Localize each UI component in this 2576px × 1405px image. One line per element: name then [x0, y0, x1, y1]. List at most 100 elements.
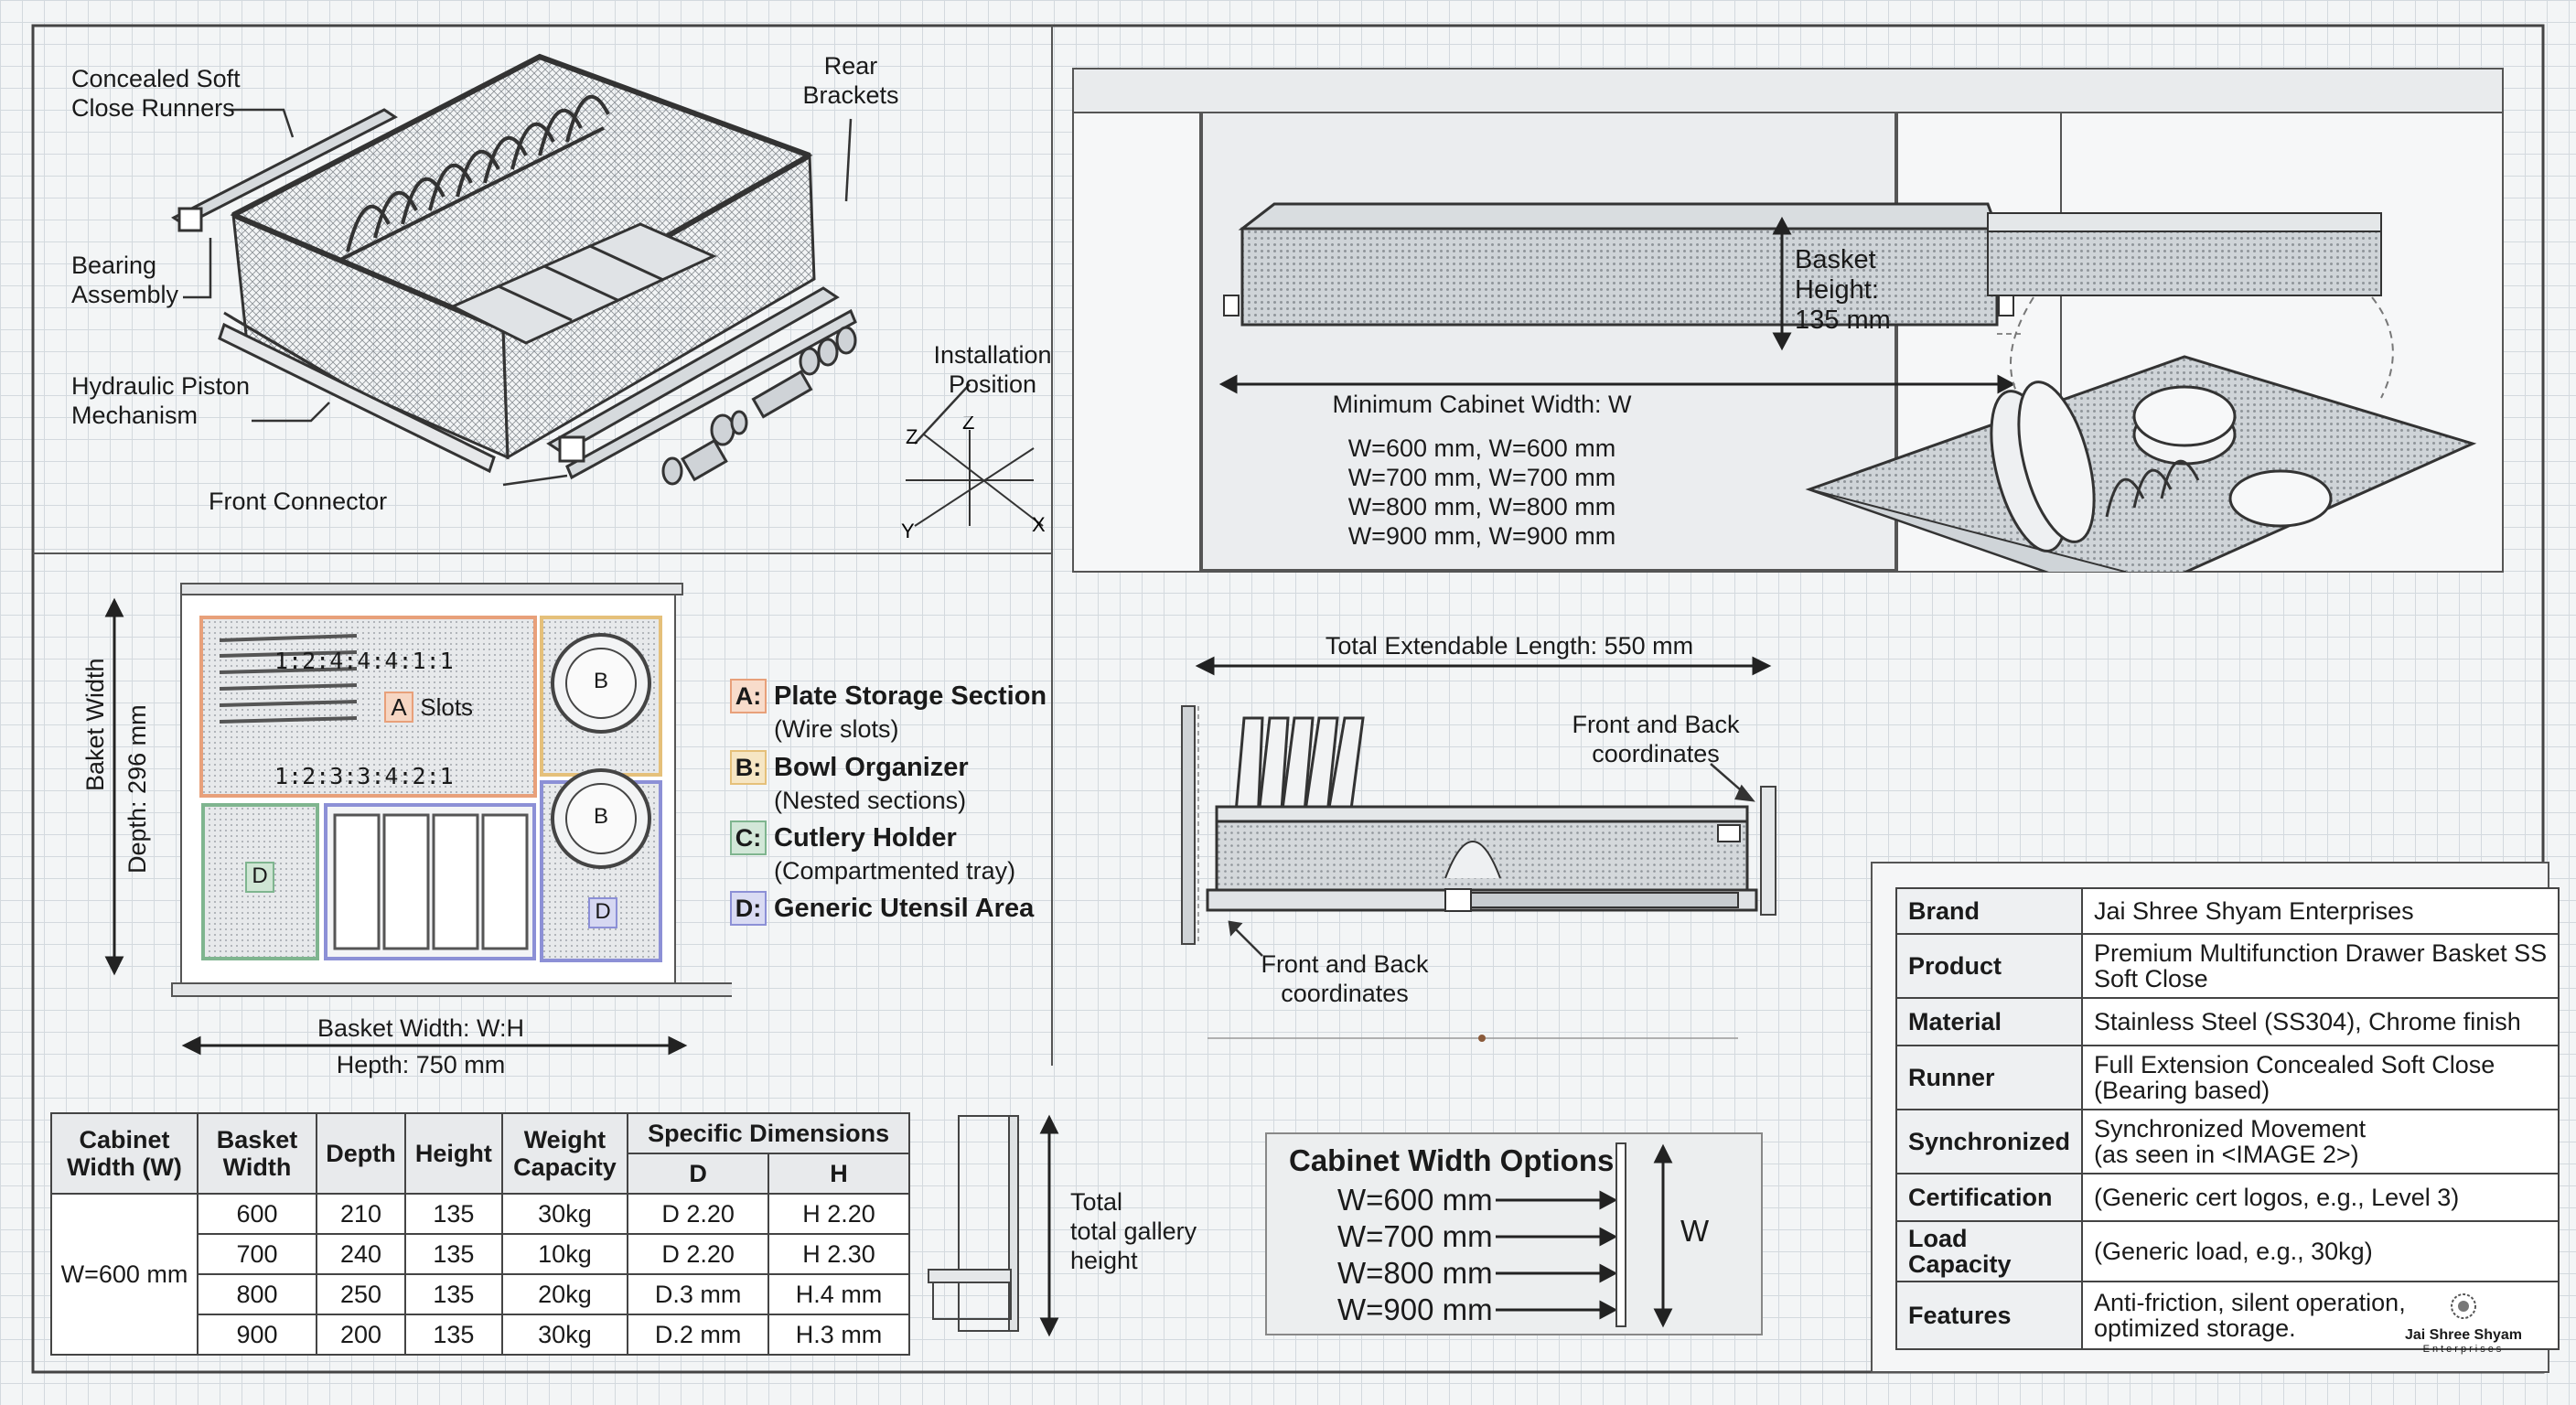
spec-row: Features Anti-friction, silent operation… — [1894, 1281, 2560, 1350]
slots-label-group: A Slots — [384, 692, 473, 723]
cabinet-width-item: W=600 mm, W=600 mm — [1347, 434, 1616, 462]
cell: 20kg — [500, 1273, 629, 1315]
hydraulic-piston-label: Hydraulic Piston Mechanism — [71, 372, 251, 429]
front-back-coordinates-bottom: Front and Back coordinates — [1261, 950, 1429, 1007]
spec-value-cell: Anti-friction, silent operation, optimiz… — [2081, 1281, 2560, 1350]
cell: 135 — [404, 1193, 503, 1235]
cell: 135 — [404, 1314, 503, 1356]
cabinet-width-item: W=900 mm, W=900 mm — [1347, 522, 1616, 550]
table-row: 800 250 135 20kg D.3 mm H.4 mm — [51, 1273, 910, 1315]
cell: 210 — [315, 1193, 407, 1235]
logo-sub: Enterprises — [2422, 1344, 2505, 1355]
width-option-item: W=600 mm — [1337, 1183, 1493, 1217]
legend-item-b: B:Bowl Organizer (Nested sections) — [730, 750, 969, 816]
width-option-item: W=700 mm — [1337, 1219, 1493, 1253]
spec-row: Brand Jai Shree Shyam Enterprises — [1894, 887, 2560, 935]
cell: D.3 mm — [627, 1273, 770, 1315]
cabinet-width-cell: W=600 mm — [50, 1193, 199, 1356]
cell: H 2.20 — [767, 1193, 910, 1235]
bowl-badge-2: B — [593, 804, 608, 829]
legend-title: Bowl Organizer — [774, 753, 969, 782]
callout-leaders — [183, 108, 971, 487]
concealed-runners-label: Concealed Soft Close Runners — [71, 65, 241, 122]
cell: D 2.20 — [627, 1193, 770, 1235]
spec-value: (Generic load, e.g., 30kg) — [2081, 1220, 2560, 1282]
spec-value: Stainless Steel (SS304), Chrome finish — [2081, 997, 2560, 1046]
plate-numbers-bottom: 1:2:3:3:4:2:1 — [274, 763, 454, 789]
bowl-badge-1: B — [593, 669, 608, 693]
spec-value: Anti-friction, silent operation, optimiz… — [2094, 1289, 2406, 1342]
total-extendable-length-label: Total Extendable Length: 550 mm — [1325, 632, 1694, 660]
axis-y: Y — [901, 520, 915, 542]
cell: 700 — [197, 1233, 317, 1275]
spec-key: Load Capacity — [1894, 1220, 2084, 1282]
min-cabinet-width-label: Minimum Cabinet Width: W — [1332, 391, 1632, 418]
axis-x: X — [1032, 513, 1046, 536]
axis-z-1: Z — [906, 425, 918, 448]
cell: H.3 mm — [767, 1314, 910, 1356]
header-weight: Weight Capacity — [500, 1112, 629, 1195]
header-specific-dimensions: Specific Dimensions — [627, 1112, 910, 1154]
slots-badge: A — [384, 692, 413, 723]
spec-table: Brand Jai Shree Shyam Enterprises Produc… — [1894, 887, 2560, 1350]
brand-seal-icon — [2451, 1293, 2476, 1319]
bearing-parts — [661, 326, 857, 486]
cell: H 2.30 — [767, 1233, 910, 1275]
legend-title: Plate Storage Section — [774, 681, 1047, 711]
header-basket-width: Basket Width — [197, 1112, 317, 1195]
spec-key: Material — [1894, 997, 2084, 1046]
cell: 200 — [315, 1314, 407, 1356]
spec-row: Load Capacity (Generic load, e.g., 30kg) — [1894, 1220, 2560, 1282]
cell: H.4 mm — [767, 1273, 910, 1315]
utensil-badge-2: D — [588, 897, 617, 928]
legend-sub: (Wire slots) — [774, 715, 899, 743]
cell: 30kg — [500, 1314, 629, 1356]
spec-row: Product Premium Multifunction Drawer Bas… — [1894, 933, 2560, 999]
legend-title: Cutlery Holder — [774, 823, 957, 853]
spec-key: Brand — [1894, 887, 2084, 935]
cell: 10kg — [500, 1233, 629, 1275]
header-height: Height — [404, 1112, 503, 1195]
basket-body — [230, 53, 816, 460]
width-option-arrows — [1496, 1142, 1673, 1328]
spec-value: Premium Multifunction Drawer Basket SS S… — [2081, 933, 2560, 999]
dish-basket-perspective — [1805, 212, 2477, 572]
spec-value: Jai Shree Shyam Enterprises — [2081, 887, 2560, 935]
legend-badge: A: — [730, 679, 767, 713]
spec-value: Synchronized Movement (as seen in <IMAGE… — [2081, 1109, 2560, 1174]
side-label-depth: Depth: 296 mm — [123, 704, 151, 874]
spec-key: Features — [1894, 1281, 2084, 1350]
cabinet-width-item: W=800 mm, W=800 mm — [1347, 493, 1616, 520]
width-w-label: W — [1680, 1214, 1710, 1248]
table-row: W=600 mm 600 210 135 30kg D 2.20 H 2.20 — [50, 1193, 910, 1356]
cell: 250 — [315, 1273, 407, 1315]
cell: 800 — [197, 1273, 317, 1315]
dimensions-table: Cabinet Width (W) Basket Width Depth Hei… — [50, 1112, 910, 1356]
cell: 600 — [197, 1193, 317, 1235]
width-options-title: Cabinet Width Options: — [1289, 1143, 1625, 1177]
utensil-badge-1: D — [245, 862, 274, 893]
plate-rack — [338, 94, 610, 263]
spec-row: Runner Full Extension Concealed Soft Clo… — [1894, 1045, 2560, 1110]
legend-title: Generic Utensil Area — [774, 894, 1035, 923]
brand-logo: Jai Shree Shyam Enterprises — [2395, 1290, 2532, 1355]
side-label-width: Baket Width — [81, 658, 109, 791]
legend-item-a: A:Plate Storage Section (Wire slots) — [730, 679, 1046, 745]
basket-height-label: Basket Height: 135 mm — [1795, 245, 1891, 335]
cell: 900 — [197, 1314, 317, 1356]
table-row: 700 240 135 10kg D 2.20 H 2.30 — [51, 1233, 910, 1275]
front-connector-bar — [218, 322, 496, 474]
slots-label: Slots — [420, 693, 474, 721]
spec-value: Full Extension Concealed Soft Close (Bea… — [2081, 1045, 2560, 1110]
installation-position-label: Installation Position — [933, 341, 1052, 398]
legend-badge: D: — [730, 891, 767, 926]
spec-key: Runner — [1894, 1045, 2084, 1110]
cell: D 2.20 — [627, 1233, 770, 1275]
cutlery-tray — [449, 222, 717, 345]
plate-numbers-top: 1:2:4:4:4:1:1 — [274, 648, 454, 674]
header-h: H — [767, 1153, 910, 1195]
gallery-height-label: Total total gallery height — [1070, 1188, 1197, 1274]
cabinet-width-item: W=700 mm, W=700 mm — [1347, 464, 1616, 491]
legend-sub: (Nested sections) — [774, 787, 967, 814]
header-cabinet-width: Cabinet Width (W) — [50, 1112, 199, 1195]
